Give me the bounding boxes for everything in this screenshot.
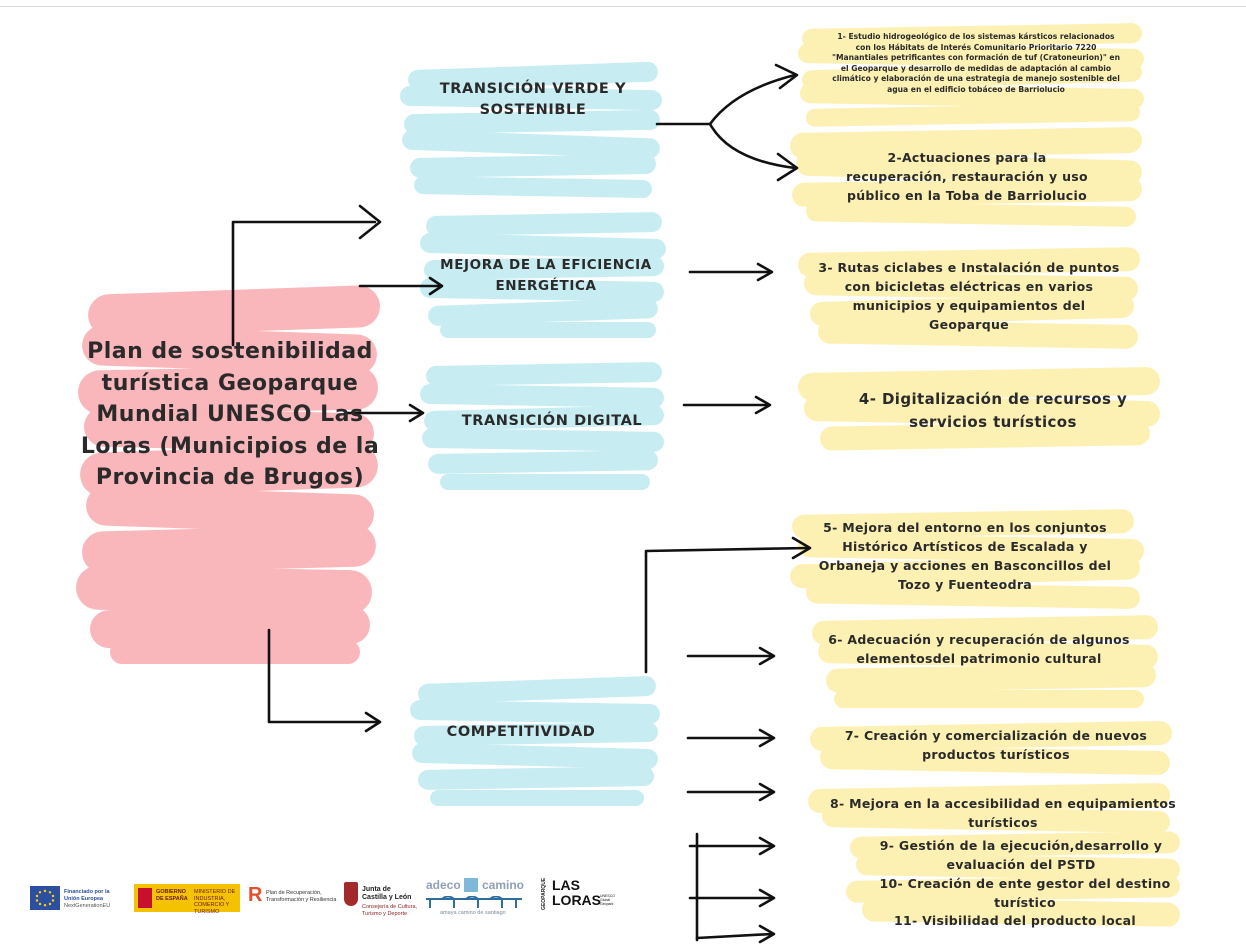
connector-to-11 [695, 932, 774, 940]
junta-shield-icon [344, 882, 358, 906]
action-6: 6- Adecuación y recuperación de algunos … [828, 632, 1130, 666]
action-7: 7- Creación y comercialización de nuevos… [844, 728, 1148, 762]
action-9: 9- Gestión de la ejecución,desarrollo y … [879, 838, 1163, 872]
loras-side-text: GEOPARQUE [541, 877, 547, 910]
arrowhead [428, 276, 444, 296]
spain-shield-icon [138, 888, 152, 908]
gobierno-logo: GOBIERNO DE ESPAÑA MINISTERIO DE INDUSTR… [134, 884, 240, 915]
eu-flag-icon [30, 886, 60, 910]
action-2: 2-Actuaciones para la recuperación, rest… [846, 150, 1088, 203]
arrowhead [776, 152, 799, 182]
action-10: 10- Creación de ente gestor del destino … [879, 876, 1171, 910]
arrowhead [758, 836, 776, 856]
arrowhead [758, 728, 776, 748]
bridge-icon [426, 895, 522, 908]
arrowhead [756, 262, 774, 282]
category-eficiencia-energetica: MEJORA DE LA EFICIENCIA ENERGÉTICA [440, 257, 652, 294]
arrowhead [791, 536, 812, 560]
arrowhead [774, 63, 799, 90]
category-brushes [400, 61, 666, 806]
action-1: 1- Estudio hidrogeológico de los sistema… [832, 32, 1120, 94]
action-11: 11- Visibilidad del producto local [893, 913, 1137, 928]
central-title: Plan de sostenibilidad turística Geoparq… [80, 339, 380, 490]
arrowhead [758, 924, 776, 944]
action-4: 4- Digitalización de recursos y servicio… [858, 390, 1128, 431]
loras-text-2: LORAS [552, 892, 601, 908]
junta-text-1: Junta de [362, 886, 391, 893]
connector-verde-to-2 [708, 122, 797, 170]
connector-verde-to-1 [708, 73, 797, 126]
arrowhead [758, 782, 776, 802]
loras-unesco-text: UNESCO Global Geopark [600, 894, 615, 906]
loras-text-1: LAS [552, 877, 580, 893]
eu-logo-text: Financiado por la Unión Europea [64, 889, 110, 902]
connector-central-to-competitividad [267, 628, 380, 724]
adeco-subtext: amaya camino de santiago [440, 910, 506, 916]
prtr-text: Plan de Recuperación, Transformación y R… [266, 890, 337, 903]
arrowhead [754, 395, 772, 415]
adeco-square-icon [464, 878, 478, 892]
junta-text-3: Consejería de Cultura, Turismo y Deporte [362, 904, 418, 917]
arrowhead [758, 888, 776, 908]
junta-text-2: Castilla y León [362, 894, 412, 901]
arrowhead [364, 711, 382, 733]
connector-central-to-transicion-verde [231, 220, 377, 347]
arrowhead [358, 204, 382, 240]
ministerio-text: MINISTERIO DE INDUSTRIA, COMERCIO Y TURI… [194, 889, 236, 915]
arrowhead [758, 646, 776, 666]
action-5: 5- Mejora del entorno en los conjuntos H… [818, 520, 1112, 592]
action-3: 3- Rutas ciclabes e Instalación de punto… [818, 260, 1120, 332]
central-brush [76, 285, 380, 664]
action-brushes [790, 23, 1180, 927]
connector-competitividad-to-5 [644, 546, 810, 674]
category-transicion-verde: TRANSICIÓN VERDE Y SOSTENIBLE [439, 81, 627, 118]
top-divider [0, 6, 1246, 7]
action-8: 8- Mejora en la accesibilidad en equipam… [830, 796, 1176, 830]
adeco-camino-text: camino [482, 878, 525, 892]
gobierno-text: GOBIERNO DE ESPAÑA [156, 889, 188, 902]
adeco-text: adeco [426, 878, 461, 892]
eu-logo-subtext: NextGenerationEU [64, 903, 111, 909]
prtr-icon: R [248, 884, 263, 906]
logo-strip: Financiado por la Unión Europea NextGene… [30, 878, 630, 928]
eu-stars-icon [35, 889, 55, 907]
category-transicion-digital: TRANSICIÓN DIGITAL [461, 413, 643, 429]
arrowhead [408, 403, 425, 423]
category-competitividad: COMPETITIVIDAD [446, 724, 596, 740]
